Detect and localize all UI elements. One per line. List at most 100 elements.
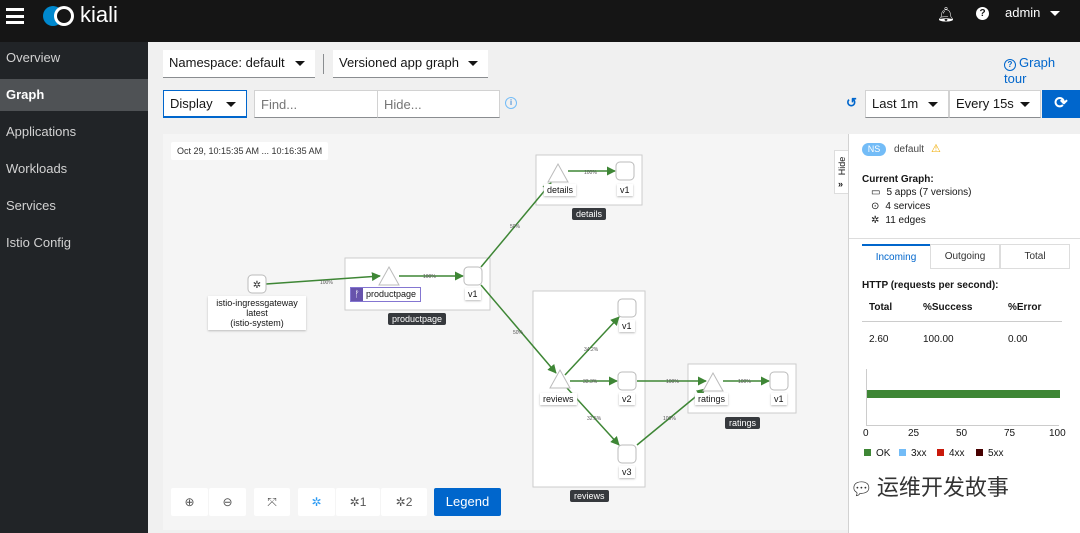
sync-icon: ⟳	[1054, 95, 1068, 112]
sidebar-item-overview[interactable]: Overview	[6, 50, 61, 65]
reviews-v3-label: v3	[619, 466, 635, 478]
sidebar-item-workloads[interactable]: Workloads	[6, 161, 68, 176]
ratings-v1-label: v1	[771, 393, 787, 405]
sidebar-item-istio-config[interactable]: Istio Config	[6, 235, 72, 250]
reviews-service-node[interactable]	[549, 368, 571, 389]
graph-canvas[interactable]: Oct 29, 10:15:35 AM ... 10:16:35 AM	[163, 134, 848, 530]
info-icon[interactable]: i	[505, 97, 517, 109]
ratings-label: ratings	[695, 393, 729, 405]
layout-2-button[interactable]: ✲2	[381, 488, 427, 516]
legend-swatch	[937, 449, 944, 456]
productpage-app-label: productpage	[388, 313, 447, 325]
edge-label: 100%	[738, 379, 751, 385]
caret-down-icon	[1020, 102, 1030, 107]
layout-1-label: 1	[359, 495, 367, 509]
ratings-v1-node[interactable]	[769, 371, 789, 391]
edge-v3-ratings[interactable]	[636, 388, 706, 446]
edge-productpage-reviews[interactable]	[480, 284, 557, 374]
legend-swatch	[864, 449, 871, 456]
http-title: HTTP (requests per second):	[862, 280, 999, 291]
legend-label: 3xx	[911, 448, 927, 459]
tab-total[interactable]: Total	[1000, 244, 1070, 269]
wechat-icon: 💬︎	[850, 479, 873, 499]
hamburger-icon[interactable]	[6, 8, 24, 24]
graph-type-select[interactable]: Versioned app graph	[333, 50, 488, 78]
kiali-logo-icon	[42, 4, 76, 26]
services-count-text: 4 services	[885, 201, 931, 212]
graph-timestamp: Oct 29, 10:15:35 AM ... 10:16:35 AM	[171, 142, 329, 160]
details-v1-node[interactable]	[615, 161, 635, 181]
productpage-name: productpage	[366, 289, 417, 299]
namespace-label: Namespace: default	[169, 55, 285, 70]
tick-label: 50	[956, 428, 968, 439]
details-app-label: details	[572, 208, 607, 220]
edge-gateway-productpage[interactable]	[265, 272, 381, 285]
refresh-button[interactable]: ⟳	[1042, 90, 1080, 118]
sidebar-item-services[interactable]: Services	[6, 198, 56, 213]
hide-label: Hide	[837, 156, 847, 176]
tick-label: 100	[1049, 428, 1066, 439]
help-icon[interactable]: ?	[976, 7, 989, 20]
branch-icon: ᚠ	[351, 288, 363, 301]
zoom-in-button[interactable]: ⊕	[171, 488, 208, 516]
summary-panel: NS default ⚠ Current Graph: ▭5 apps (7 v…	[848, 134, 1080, 533]
edge-label: 100%	[663, 416, 676, 422]
refresh-interval-select[interactable]: Every 15s	[949, 90, 1041, 118]
reviews-app-label: reviews	[570, 490, 609, 502]
hide-input[interactable]	[377, 90, 500, 118]
reviews-v2-node[interactable]	[617, 371, 637, 391]
display-select[interactable]: Display	[163, 90, 247, 118]
reviews-v1-label: v1	[619, 320, 635, 332]
layout-default-button[interactable]: ✲	[298, 488, 335, 516]
divider	[323, 54, 324, 74]
reviews-v1-node[interactable]	[617, 298, 637, 318]
fit-graph-button[interactable]: ⤧	[254, 488, 290, 516]
current-graph-title: Current Graph:	[862, 174, 934, 185]
productpage-service-node[interactable]	[378, 265, 400, 286]
zoom-out-button[interactable]: ⊖	[209, 488, 246, 516]
reviews-v3-node[interactable]	[617, 444, 637, 464]
apps-count-text: 5 apps (7 versions)	[886, 187, 972, 198]
details-service-node[interactable]	[547, 162, 569, 183]
gateway-node[interactable]	[247, 274, 267, 294]
caret-down-icon	[295, 61, 305, 66]
legend-swatch	[976, 449, 983, 456]
tick-label: 0	[863, 428, 869, 439]
graph-tour-link[interactable]: ?Graph tour	[1004, 55, 1080, 86]
ratings-app-label: ratings	[725, 417, 761, 429]
namespace-name[interactable]: default	[894, 144, 925, 155]
legend-button[interactable]: Legend	[434, 488, 501, 516]
reviews-v2-label: v2	[619, 393, 635, 405]
sidebar-item-graph[interactable]: Graph	[0, 79, 148, 111]
gateway-version: latest	[246, 308, 268, 318]
find-input[interactable]	[254, 90, 378, 118]
graph-tour-label: Graph tour	[1004, 55, 1056, 86]
edge-label: 100%	[320, 280, 333, 286]
apps-icon: ▭	[871, 187, 881, 198]
tab-incoming[interactable]: Incoming	[862, 244, 930, 269]
sidebar-item-applications[interactable]: Applications	[6, 124, 77, 139]
legend-label: 4xx	[949, 448, 965, 459]
divider	[849, 238, 1080, 239]
hide-panel-button[interactable]: Hide »	[834, 150, 849, 194]
chevron-down-icon	[1050, 11, 1061, 17]
edge-label: 100%	[584, 170, 597, 176]
ratings-service-node[interactable]	[702, 371, 724, 392]
double-chevron-icon: »	[838, 179, 844, 189]
edge-reviews-v1[interactable]	[564, 316, 620, 376]
bell-icon[interactable]: 🔔︎	[937, 6, 955, 22]
legend-5xx: 5xx	[976, 448, 1004, 459]
value-total: 2.60	[869, 334, 889, 345]
tab-outgoing[interactable]: Outgoing	[930, 244, 1000, 269]
namespace-select[interactable]: Namespace: default	[163, 50, 315, 78]
productpage-v1-node[interactable]	[463, 266, 483, 286]
layout-1-button[interactable]: ✲1	[336, 488, 380, 516]
user-menu[interactable]: admin	[1005, 5, 1061, 20]
edge-productpage-details[interactable]	[480, 182, 552, 268]
services-icon: ⊙	[871, 201, 880, 212]
legend-4xx: 4xx	[937, 448, 965, 459]
tick-label: 75	[1004, 428, 1016, 439]
warning-icon: ⚠	[931, 143, 941, 155]
duration-select[interactable]: Last 1m	[865, 90, 949, 118]
apps-count: ▭ 5 apps (7 versions)	[871, 187, 972, 198]
